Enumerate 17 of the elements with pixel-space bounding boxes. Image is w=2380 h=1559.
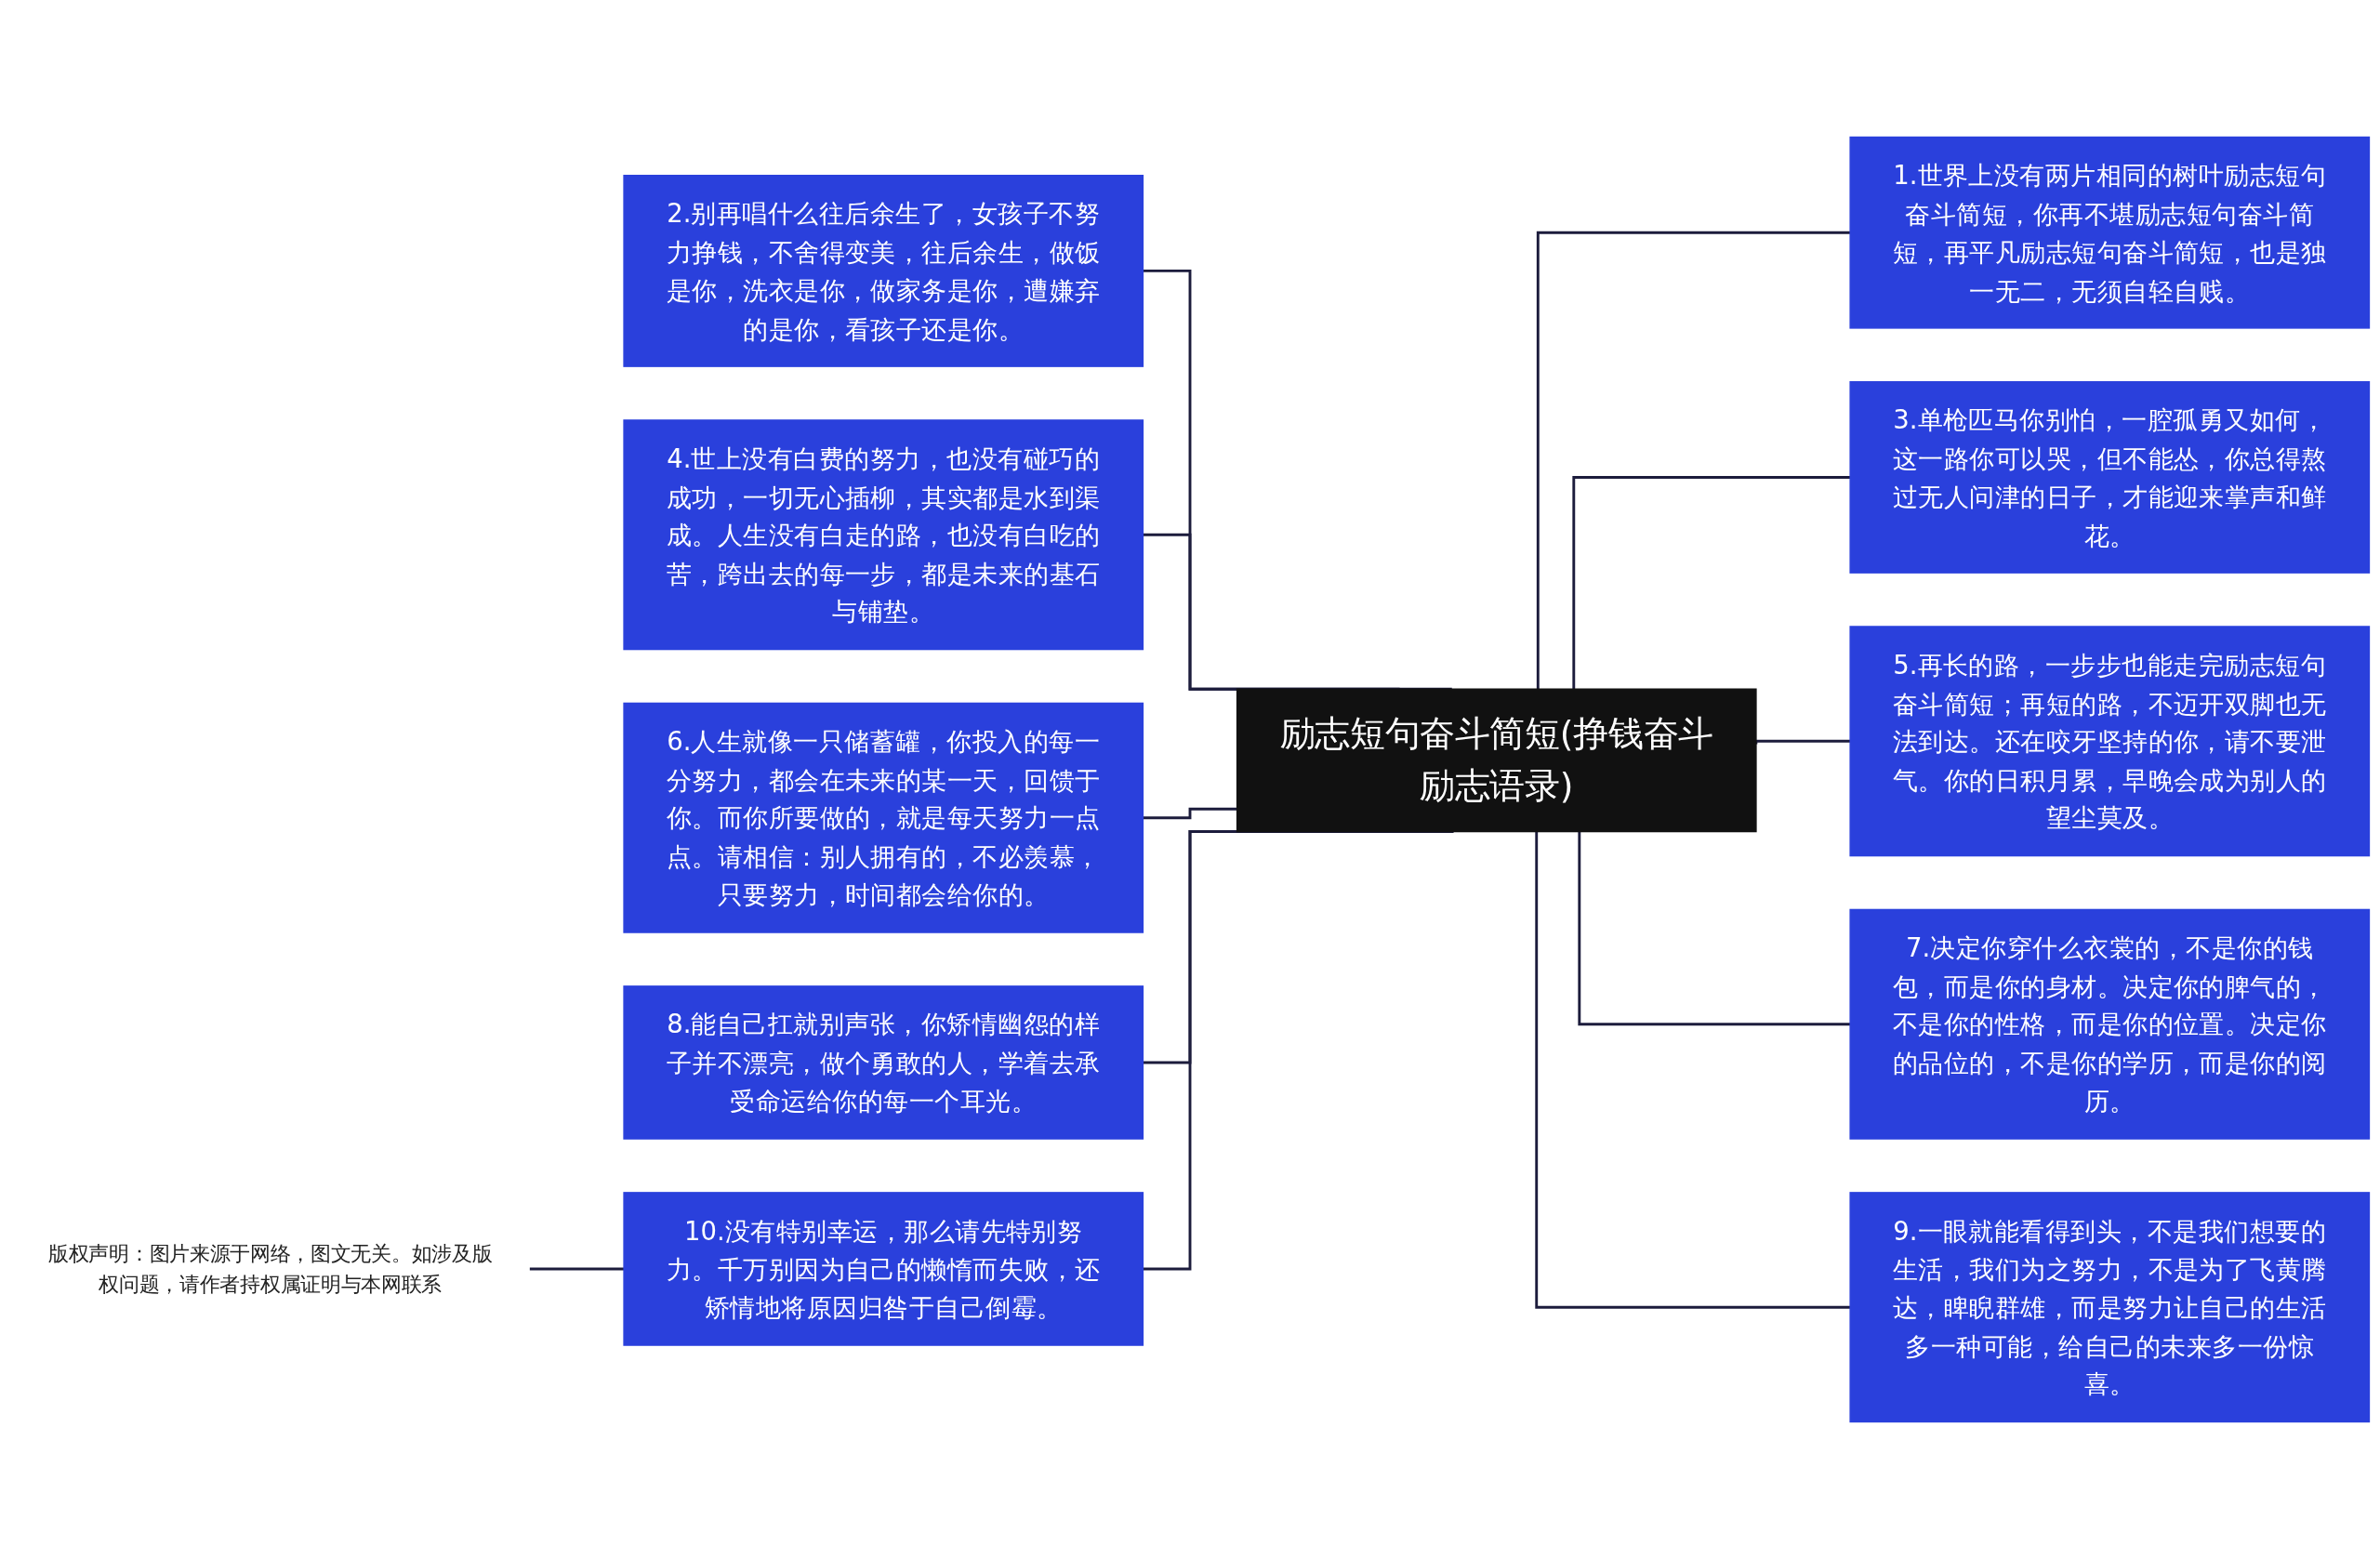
node-box: 3.单枪匹马你别怕，一腔孤勇又如何，这一路你可以哭，但不能怂，你总得熬过无人问津的日子，才能迎来掌声和鲜花。 bbox=[1849, 381, 2371, 574]
connector bbox=[1536, 231, 1851, 690]
connector bbox=[1578, 831, 1851, 1026]
connector bbox=[1572, 476, 1851, 690]
connector bbox=[528, 1267, 625, 1271]
node-box: 7.决定你穿什么衣裳的，不是你的钱包，而是你的身材。决定你的脾气的，不是你的性格，而是你的位置。决定你的品位的，不是你的学历，而是你的阅历。 bbox=[1849, 908, 2371, 1140]
node-box: 5.再长的路，一步步也能走完励志短句奋斗简短；再短的路，不迈开双脚也无法到达。还在咬牙坚持的你，请不要泄气。你的日积月累，早晚会成为别人的望尘莫及。 bbox=[1849, 626, 2371, 857]
node-box: 1.世界上没有两片相同的树叶励志短句奋斗简短，你再不堪励志短句奋斗简短，再平凡励志短句奋斗简短，也是独一无二，无须自轻自贱。 bbox=[1849, 136, 2371, 329]
connector bbox=[1535, 831, 1851, 1309]
node-box: 4.世上没有白费的努力，也没有碰巧的成功，一切无心插柳，其实都是水到渠成。人生没有白走的路，也没有白吃的苦，跨出去的每一步，都是未来的基石与铺垫。 bbox=[623, 419, 1144, 651]
node-box: 6.人生就像一只储蓄罐，你投入的每一分努力，都会在未来的某一天，回馈于你。而你所要做的，就是每天努力一点点。请相信：别人拥有的，不必羡慕，只要努力，时间都会给你的。 bbox=[623, 702, 1144, 933]
node-box: 2.别再唱什么往后余生了，女孩子不努力挣钱，不舍得变美，往后余生，做饭是你，洗衣是你，做家务是你，遭嫌弃的是你，看孩子还是你。 bbox=[623, 175, 1144, 367]
node-box: 励志短句奋斗简短(挣钱奋斗励志语录) bbox=[1236, 688, 1757, 833]
node-text: 版权声明：图片来源于网络，图文无关。如涉及版权问题，请作者持权属证明与本网联系 bbox=[48, 1241, 493, 1296]
node-box: 10.没有特别幸运，那么请先特别努力。千万别因为自己的懒惰而失败，还矫情地将原因归咎于自己倒霉。 bbox=[623, 1192, 1144, 1346]
node-box: 8.能自己扛就别声张，你矫情幽怨的样子并不漂亮，做个勇敢的人，学着去承受命运给你的每一个耳光。 bbox=[623, 985, 1144, 1140]
node-box: 9.一眼就能看得到头，不是我们想要的生活，我们为之努力，不是为了飞黄腾达，睥睨群雄，而是努力让自己的生活多一种可能，给自己的未来多一份惊喜。 bbox=[1849, 1192, 2371, 1423]
